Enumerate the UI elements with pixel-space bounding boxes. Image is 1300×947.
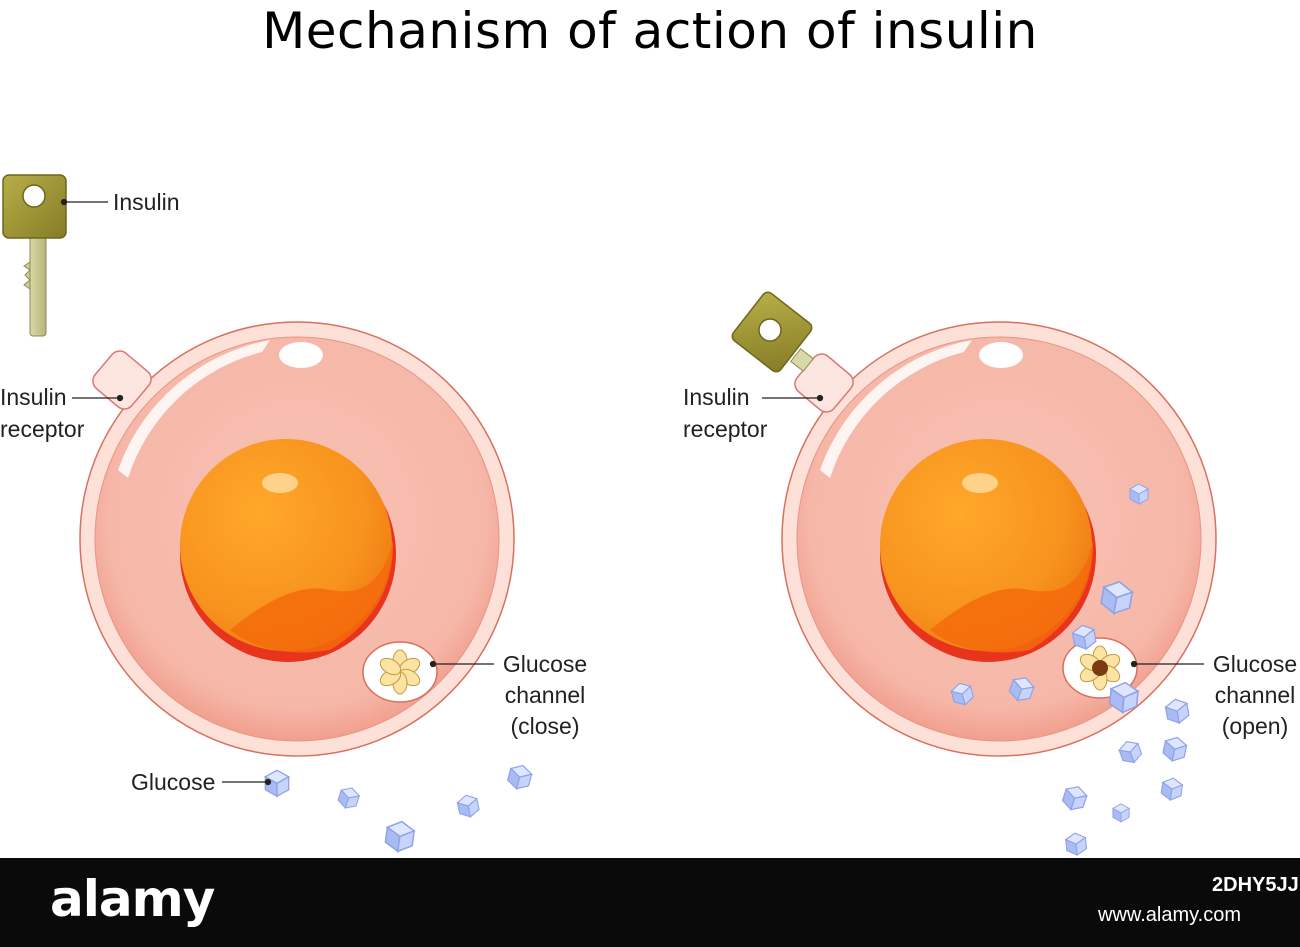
glucose-cube: [1159, 776, 1184, 802]
label-glucose-channel-open-line1: Glucose: [1213, 651, 1297, 677]
label-glucose: Glucose: [131, 769, 215, 795]
glucose-cube: [1161, 734, 1189, 764]
image-id: 2DHY5JJ: [1212, 874, 1299, 896]
label-glucose-channel-open-line3: (open): [1222, 713, 1288, 739]
right-cell-shine: [979, 342, 1023, 368]
right-glucose-channel-open: [1062, 637, 1138, 699]
site-url: www.alamy.com: [1098, 904, 1241, 926]
glucose-cube: [383, 819, 416, 854]
label-insulin: Insulin: [113, 189, 179, 215]
right-cell: [781, 321, 1217, 757]
insulin-key-icon: [2, 174, 67, 337]
glucose-cube: [1112, 803, 1130, 823]
label-insulin-receptor-left-line1: Insulin: [0, 384, 66, 410]
label-glucose-channel-close-line3: (close): [510, 713, 579, 739]
label-insulin-receptor-right-line1: Insulin: [683, 384, 749, 410]
glucose-cube: [1163, 696, 1191, 726]
label-glucose-channel-close-line2: channel: [505, 682, 586, 708]
glucose-cube: [335, 784, 362, 812]
right-nucleus: [880, 439, 1096, 662]
glucose-cube: [1064, 831, 1088, 857]
glucose-cube: [1060, 782, 1090, 814]
label-insulin-receptor-right-line2: receptor: [683, 416, 768, 442]
footer-bar: alamy 2DHY5JJ www.alamy.com: [0, 858, 1300, 947]
label-insulin-receptor-left-line2: receptor: [0, 416, 85, 442]
right-cell-highlight: [820, 340, 972, 478]
diagram-canvas: Insulin Insulin receptor Insulin recepto…: [0, 174, 1297, 857]
insulin-key-bound-icon: [731, 291, 814, 373]
left-nucleus: [180, 439, 396, 662]
glucose-cube: [455, 792, 481, 820]
glucose-cubes-left: [264, 762, 534, 854]
label-glucose-channel-close-line1: Glucose: [503, 651, 587, 677]
glucose-cube: [505, 762, 534, 793]
left-glucose-channel-closed: [362, 641, 438, 703]
left-cell-highlight: [118, 340, 270, 478]
alamy-logo: alamy: [50, 870, 215, 928]
left-cell-shine: [279, 342, 323, 368]
label-glucose-channel-open-line2: channel: [1215, 682, 1296, 708]
glucose-cube: [1129, 483, 1149, 505]
diagram-title: Mechanism of action of insulin: [262, 2, 1038, 60]
leader-lines: [60, 198, 1204, 786]
left-cell: [79, 321, 515, 757]
glucose-cube: [1116, 737, 1144, 767]
